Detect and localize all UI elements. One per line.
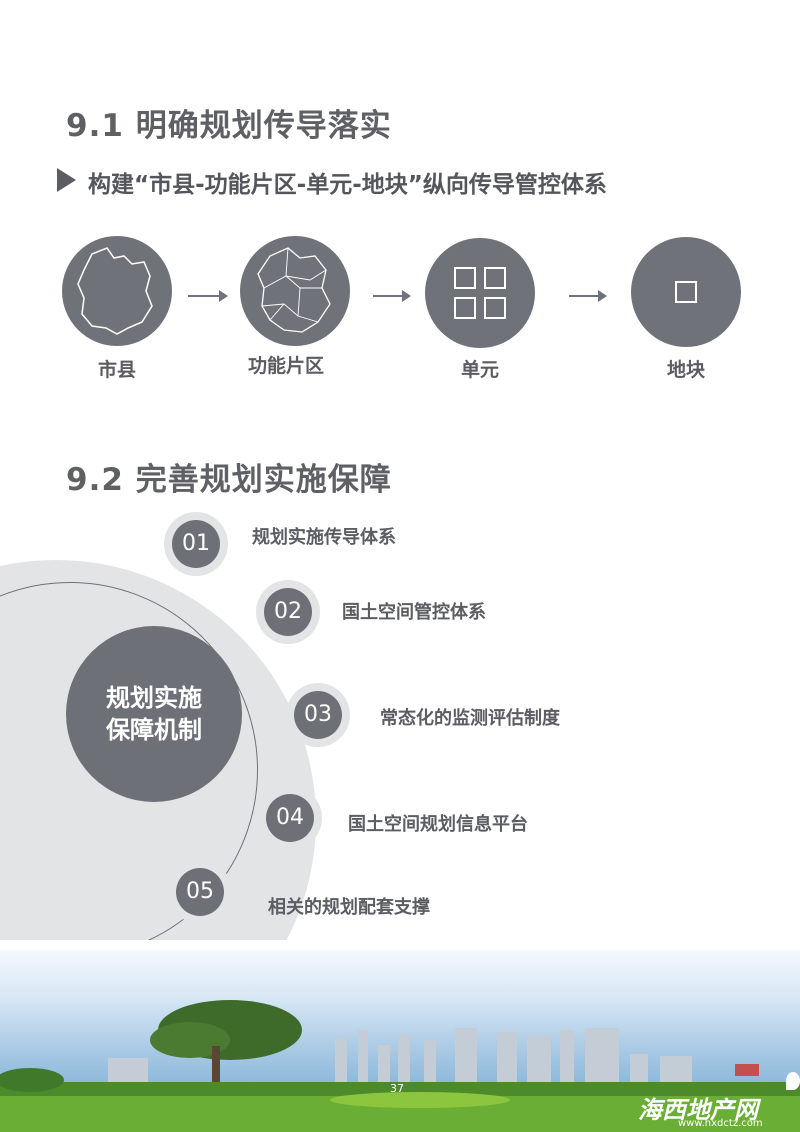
- section1-subtitle: 构建“市县-功能片区-单元-地块”纵向传导管控体系: [88, 172, 607, 198]
- flow-label-plot: 地块: [666, 359, 705, 381]
- district-map-icon: [240, 236, 350, 346]
- center-label-line1: 规划实施: [106, 684, 202, 712]
- item-05-label: 相关的规划配套支撑: [268, 897, 430, 918]
- item-05-number: 05: [176, 868, 224, 916]
- brand-logo: 海西地产网: [638, 1096, 758, 1124]
- center-label-line2: 保障机制: [106, 716, 202, 744]
- arrow-right-icon: [188, 290, 228, 302]
- logo-mark-icon: [786, 1072, 800, 1090]
- item-03-number: 03: [294, 691, 342, 739]
- item-03-label: 常态化的监测评估制度: [380, 708, 560, 729]
- item-02-number: 02: [264, 588, 312, 636]
- four-squares-icon: [425, 238, 535, 348]
- triangle-bullet-icon: [57, 168, 76, 192]
- item-04-label: 国土空间规划信息平台: [348, 814, 528, 835]
- item-01-label: 规划实施传导体系: [252, 527, 396, 548]
- brand-url: www.hxdctz.com: [678, 1118, 763, 1129]
- item-01-number: 01: [172, 520, 220, 568]
- flow-label-county: 市县: [97, 359, 136, 381]
- arrow-right-icon: [569, 290, 607, 302]
- center-label: 规划实施 保障机制: [66, 682, 242, 746]
- arrow-right-icon: [373, 290, 411, 302]
- flow-label-unit: 单元: [460, 359, 499, 381]
- center-circle: [66, 626, 242, 802]
- item-04-number: 04: [266, 794, 314, 842]
- section2-title: 9.2 完善规划实施保障: [66, 462, 392, 498]
- flow-label-district: 功能片区: [247, 355, 324, 377]
- section1-title: 9.1 明确规划传导落实: [66, 108, 392, 144]
- county-map-icon: [62, 236, 172, 346]
- single-square-icon: [631, 237, 741, 347]
- page-number: 37: [390, 1082, 404, 1095]
- item-02-label: 国土空间管控体系: [342, 602, 486, 623]
- city-skyline-banner: 37 海西地产网 www.hxdctz.com: [0, 950, 800, 1132]
